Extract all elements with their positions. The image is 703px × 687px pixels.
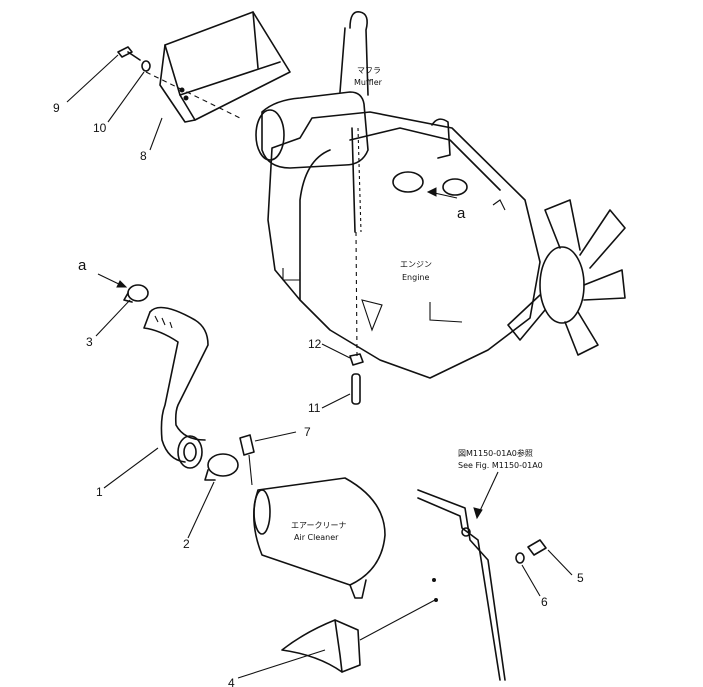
callout-12: 12 <box>308 337 322 351</box>
muffler <box>255 11 369 233</box>
engine-label-en: Engine <box>402 273 429 282</box>
callout-3: 3 <box>86 335 93 349</box>
part-7-fitting <box>239 434 255 486</box>
aircleaner-label-jp: エアークリーナ <box>291 521 347 530</box>
arrow-a-left <box>97 273 128 288</box>
part-9-bolt <box>117 46 141 61</box>
part-10-washer <box>141 60 151 72</box>
callout-2: 2 <box>183 537 190 551</box>
callout-11: 11 <box>308 401 321 415</box>
callout-1: 1 <box>96 485 103 499</box>
callout-7: 7 <box>304 425 311 439</box>
callout-4: 4 <box>228 676 235 687</box>
aircleaner-label-en: Air Cleaner <box>294 533 339 542</box>
arrow-a-right <box>426 187 458 199</box>
callout-8: 8 <box>140 149 147 163</box>
leader-lines <box>66 54 573 679</box>
part-2-clamp <box>204 453 239 481</box>
air-cleaner <box>253 477 386 599</box>
callout-5: 5 <box>577 571 584 585</box>
part-11-pipe <box>351 373 361 405</box>
engine <box>267 111 626 379</box>
engine-label-jp: エンジン <box>400 260 432 269</box>
frame-bracket <box>417 489 506 681</box>
assembly-line-pipe <box>355 231 358 357</box>
assembly-line-bracket <box>359 599 436 641</box>
connection-a-right: a <box>457 205 466 222</box>
muffler-label-en: Muffler <box>354 78 383 87</box>
part-5-bolt <box>527 539 547 556</box>
callout-6: 6 <box>541 595 548 609</box>
callout-10: 10 <box>93 121 107 135</box>
connection-a-left: a <box>78 257 87 274</box>
part-4-bracket <box>281 619 361 673</box>
part-3-clamp <box>123 284 149 303</box>
part-1-hose <box>143 306 209 469</box>
part-6-washer <box>515 552 525 564</box>
seefig-label-jp: 図M1150-01A0参照 <box>458 448 533 458</box>
callout-9: 9 <box>53 101 60 115</box>
muffler-label-jp: マフラ <box>357 66 381 75</box>
seefig-label-en: See Fig. M1150-01A0 <box>458 461 543 470</box>
